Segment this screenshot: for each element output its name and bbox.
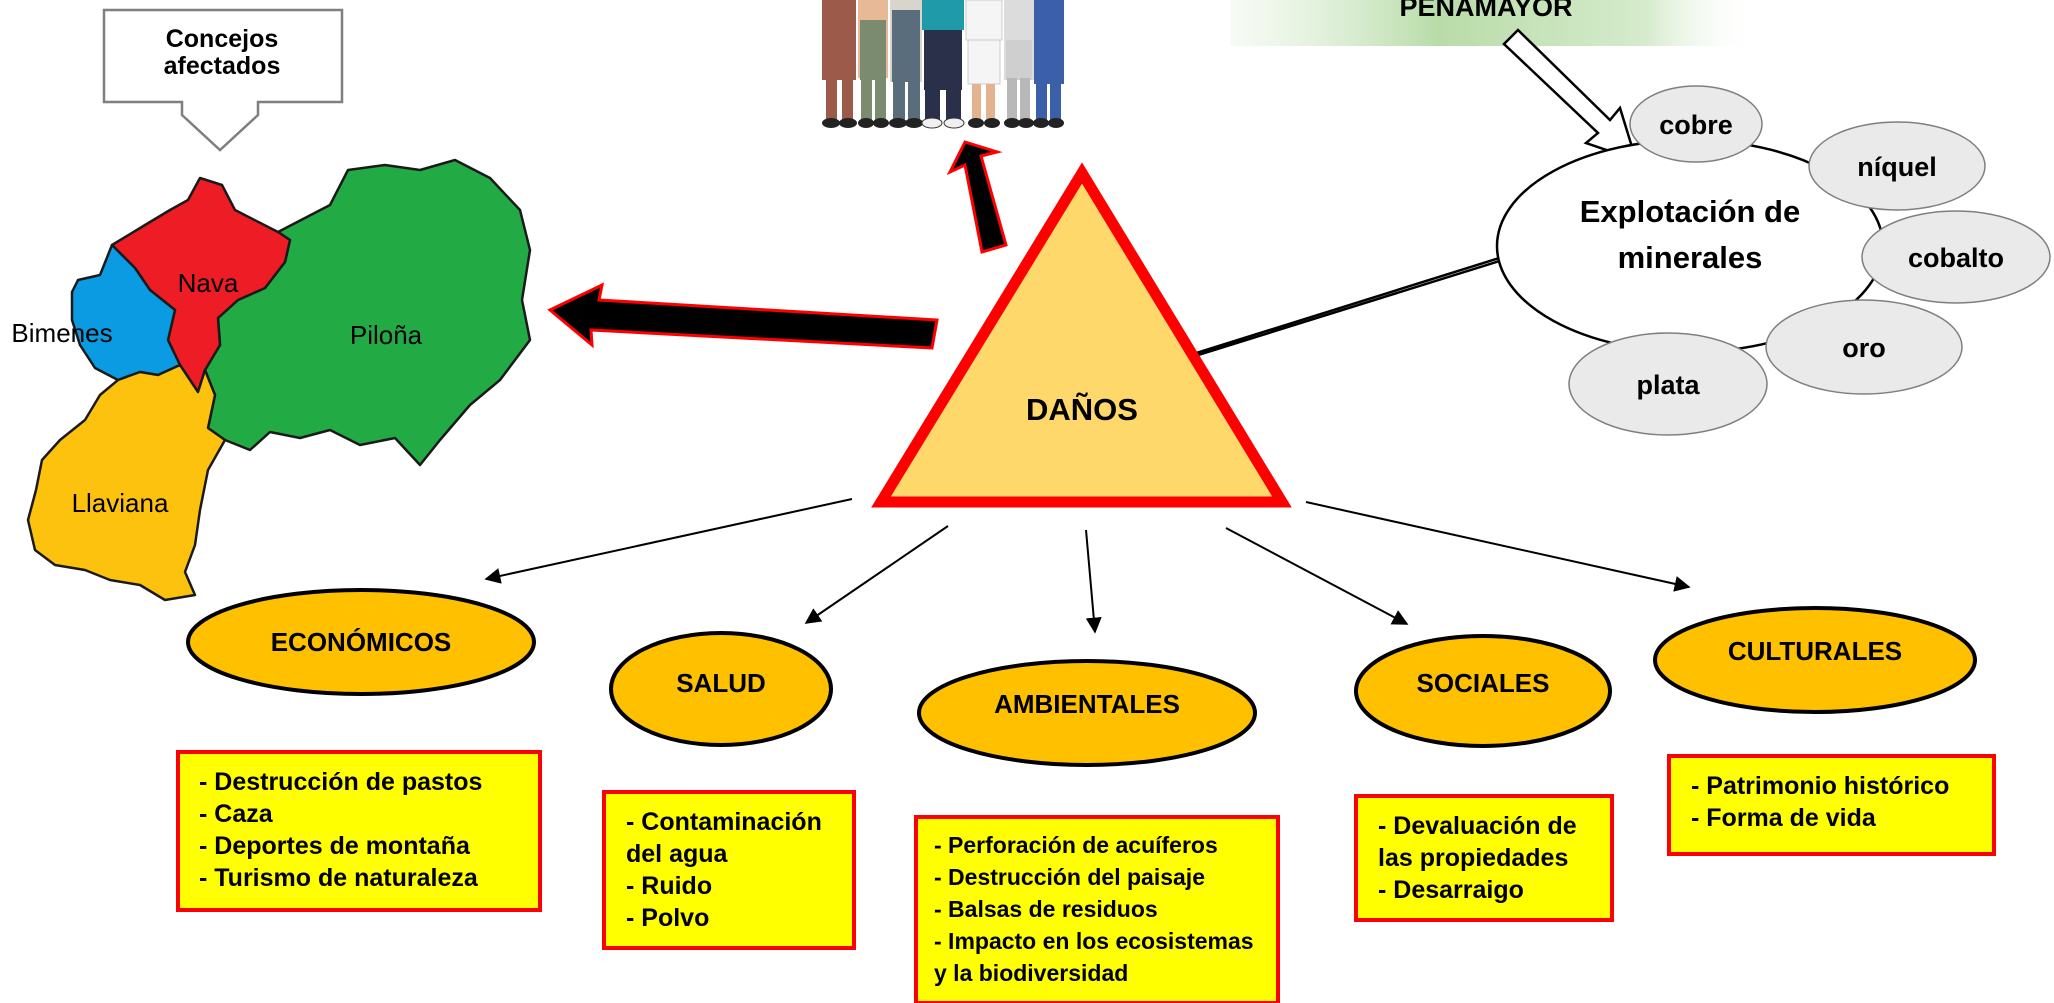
- banner-label: PEÑAMAYOR: [1399, 0, 1572, 22]
- region-bimenes: [70, 243, 182, 382]
- box-item: - Devaluación de: [1378, 812, 1577, 840]
- label-nava: Nava: [178, 268, 239, 298]
- box-culturales: - Patrimonio histórico - Forma de vida: [1667, 754, 1996, 856]
- arrow-to-map: [547, 282, 939, 350]
- mineral-label: oro: [1842, 333, 1886, 363]
- label-pilona: Piloña: [350, 320, 423, 350]
- connector-economicos: [484, 498, 853, 584]
- box-item: - Ruido: [626, 872, 712, 900]
- box-item: - Caza: [199, 800, 274, 828]
- category-label: ECONÓMICOS: [271, 627, 452, 657]
- damage-triangle: DAÑOS: [871, 162, 1292, 508]
- label-llaviana: Llaviana: [72, 488, 169, 518]
- minerals-title-line1: Explotación de: [1580, 194, 1800, 229]
- box-item: - Patrimonio histórico: [1691, 772, 1949, 800]
- box-item: - Destrucción del paisaje: [934, 864, 1205, 890]
- category-salud: SALUD: [609, 631, 833, 747]
- box-economicos: - Destrucción de pastos - Caza - Deporte…: [176, 750, 542, 912]
- category-sociales: SOCIALES: [1354, 634, 1612, 748]
- box-item: - Turismo de naturaleza: [199, 864, 479, 892]
- box-item: - Polvo: [626, 904, 709, 932]
- mineral-label: níquel: [1857, 152, 1937, 182]
- category-economicos: ECONÓMICOS: [186, 588, 536, 696]
- concejos-map: [26, 158, 532, 602]
- category-label: SALUD: [676, 668, 766, 698]
- box-item: - Contaminación: [626, 808, 822, 836]
- box-item: del agua: [626, 840, 729, 868]
- box-item: y la biodiversidad: [934, 960, 1128, 986]
- mineral-plata: plata: [1568, 332, 1768, 436]
- concejos-callout: Concejos afectados: [102, 8, 344, 152]
- minerals-title-line2: minerales: [1618, 240, 1763, 275]
- mineral-label: cobre: [1659, 110, 1733, 140]
- box-ambientales: - Perforación de acuíferos - Destrucción…: [914, 815, 1280, 1003]
- box-sociales: - Devaluación de las propiedades - Desar…: [1354, 794, 1614, 922]
- category-label: CULTURALES: [1728, 636, 1902, 666]
- mineral-niquel: níquel: [1808, 121, 1986, 211]
- region-llaviana: [26, 363, 227, 602]
- box-item: - Deportes de montaña: [199, 832, 471, 860]
- penamayor-banner: PEÑAMAYOR: [1230, 0, 1750, 46]
- mineral-oro: oro: [1765, 299, 1963, 395]
- box-item: - Impacto en los ecosistemas: [934, 928, 1254, 954]
- arrow-banner-to-minerals: [1502, 28, 1638, 162]
- box-salud: - Contaminación del agua - Ruido - Polvo: [602, 790, 856, 950]
- box-item: - Destrucción de pastos: [199, 768, 482, 796]
- connector-culturales: [1305, 501, 1691, 592]
- mineral-label: plata: [1636, 370, 1700, 400]
- mineral-cobre: cobre: [1629, 85, 1763, 163]
- arrow-to-people: [946, 140, 1008, 254]
- box-item: - Desarraigo: [1378, 876, 1524, 904]
- connector-salud: [804, 525, 949, 624]
- box-item: las propiedades: [1378, 844, 1568, 872]
- people-illustration: [822, 0, 1064, 129]
- label-bimenes: Bimenes: [11, 318, 112, 348]
- mineral-label: cobalto: [1908, 243, 2004, 273]
- region-pilona: [203, 158, 532, 467]
- box-item: - Forma de vida: [1691, 804, 1877, 832]
- mineral-cobalto: cobalto: [1861, 210, 2051, 304]
- callout-line2: afectados: [164, 52, 281, 80]
- minerals-cluster: Explotación de minerales cobre níquel co…: [1495, 85, 2051, 436]
- box-item: - Balsas de residuos: [934, 896, 1158, 922]
- connector-ambientales: [1085, 529, 1102, 634]
- connector-sociales: [1225, 527, 1409, 625]
- category-label: SOCIALES: [1417, 668, 1550, 698]
- category-connectors: [484, 498, 1691, 634]
- category-label: AMBIENTALES: [994, 689, 1180, 719]
- box-item: - Perforación de acuíferos: [934, 832, 1218, 858]
- category-culturales: CULTURALES: [1653, 606, 1977, 714]
- category-ambientales: AMBIENTALES: [917, 659, 1257, 767]
- damage-label: DAÑOS: [1026, 392, 1138, 427]
- callout-line1: Concejos: [166, 25, 279, 53]
